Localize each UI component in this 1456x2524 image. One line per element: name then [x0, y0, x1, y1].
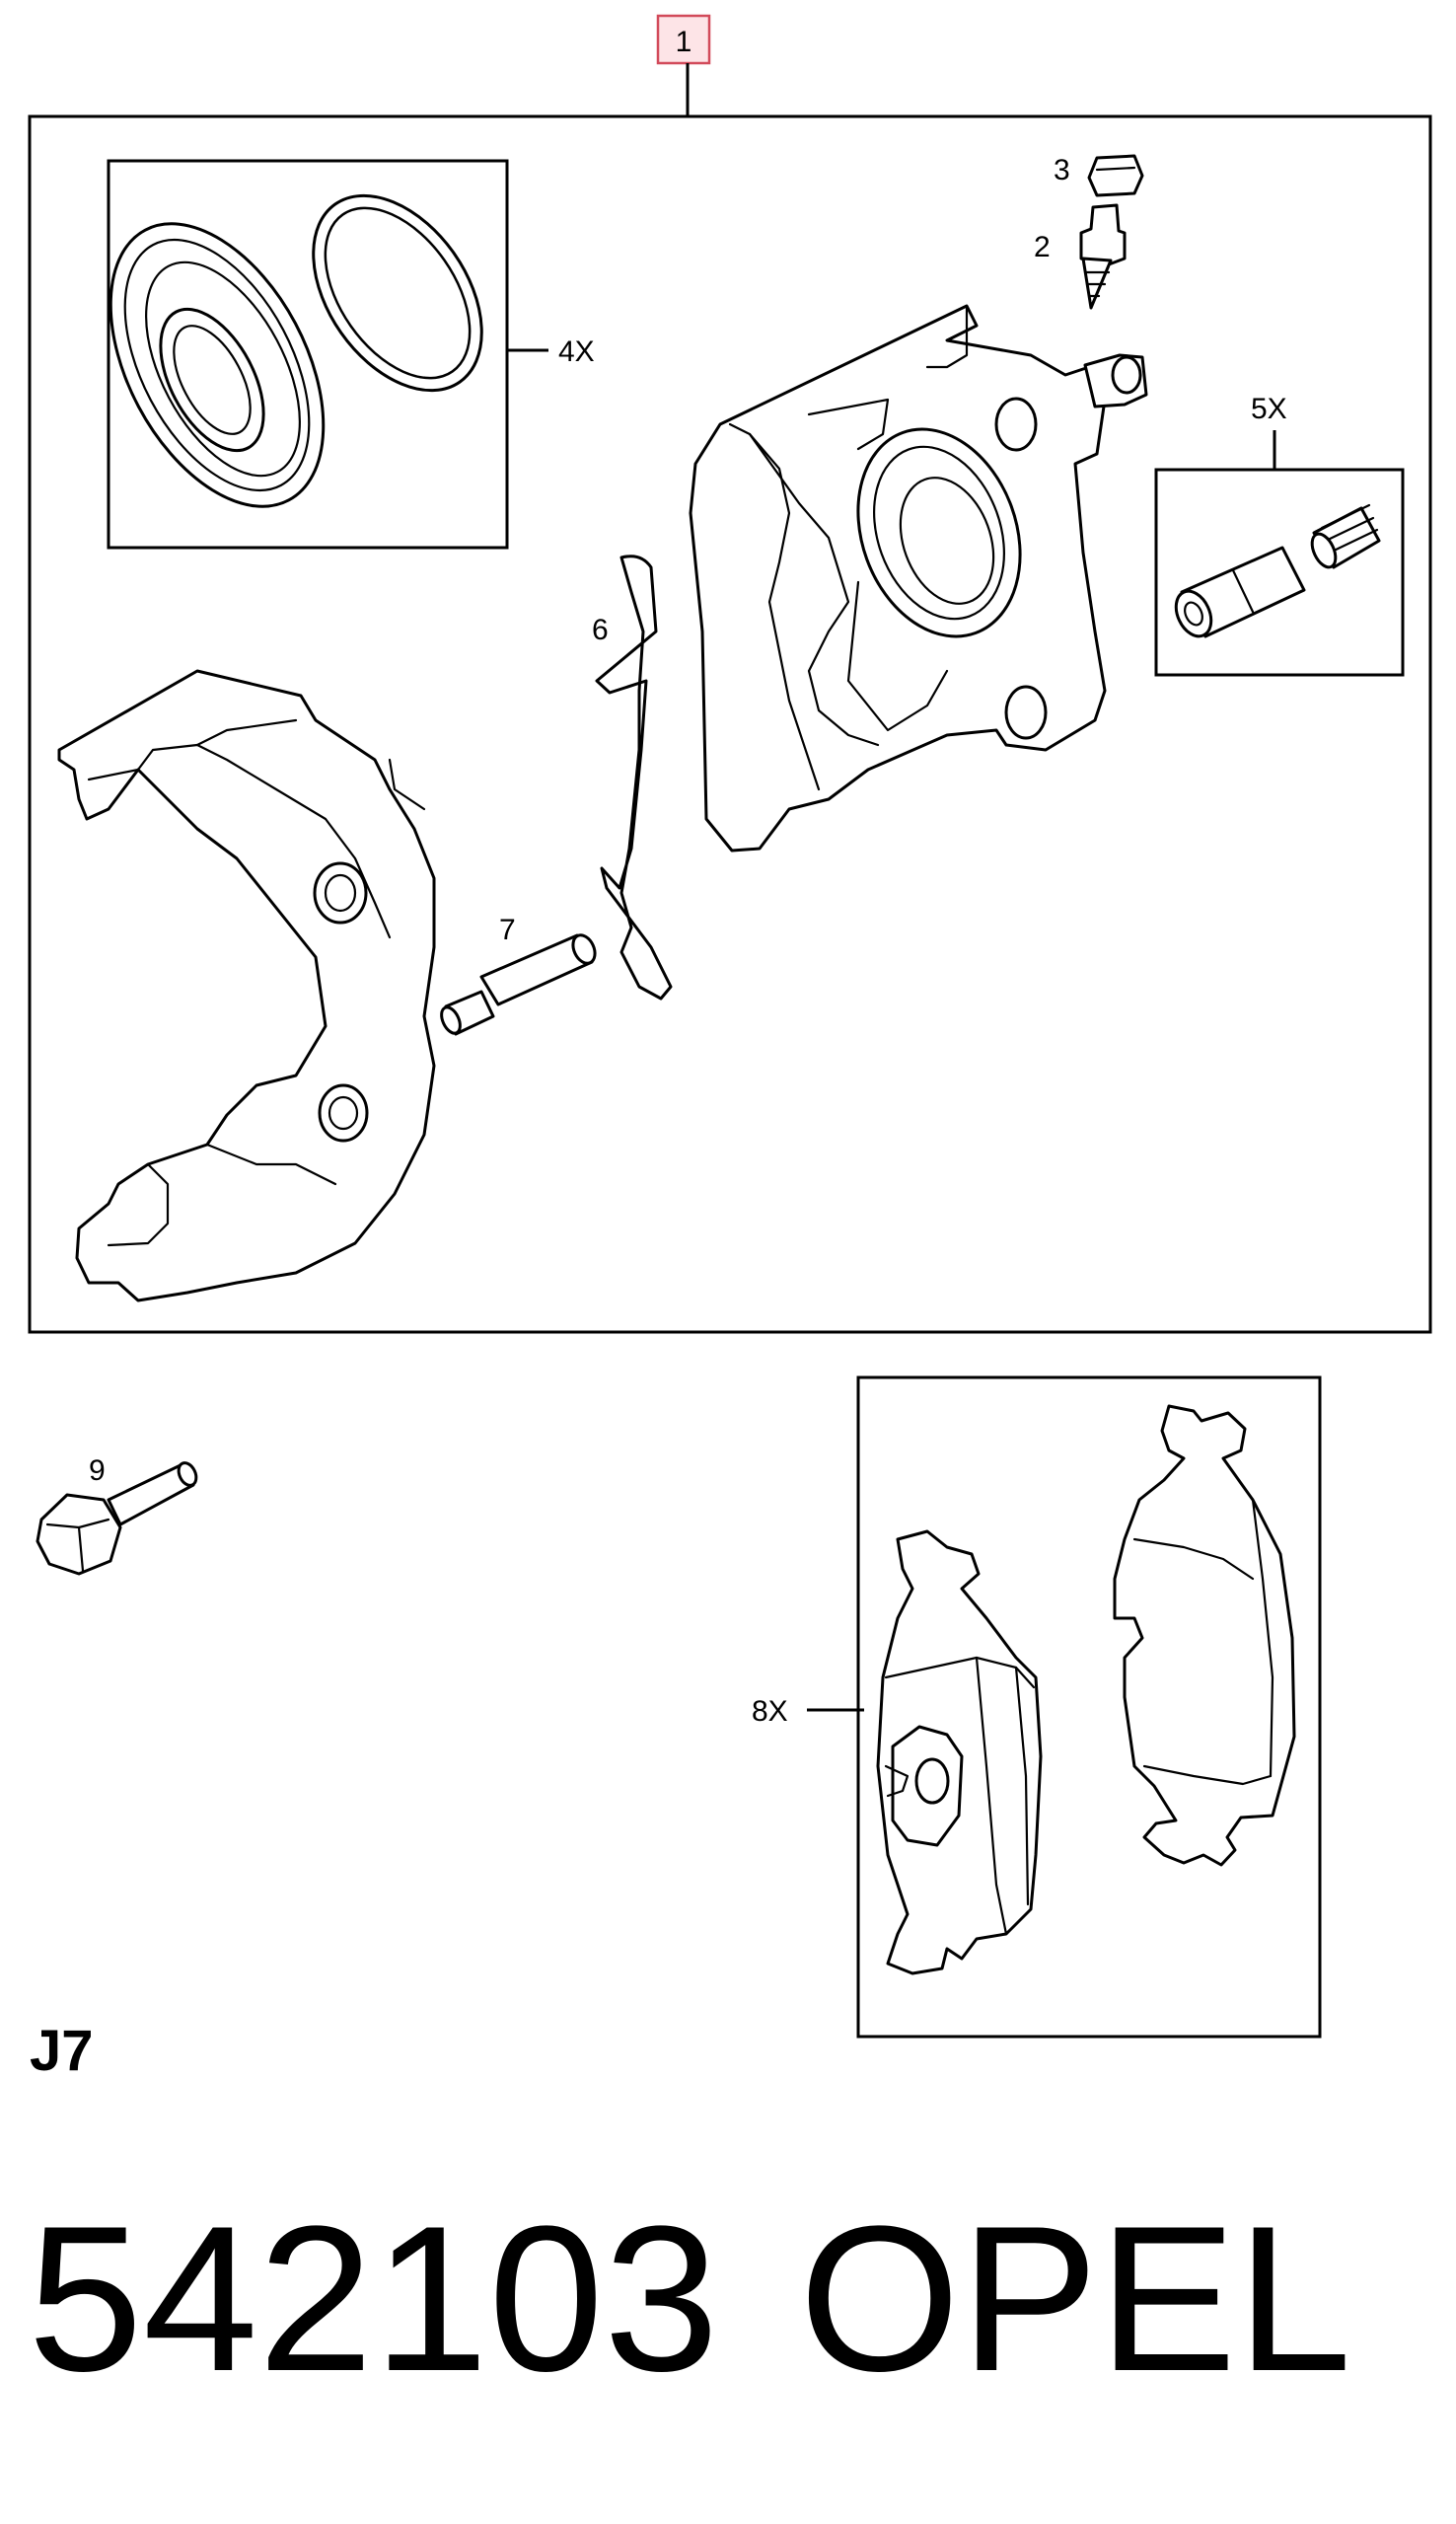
bolt-part[interactable]: 9 [36, 1454, 199, 1576]
callout-2-label: 2 [1034, 231, 1051, 263]
callout-1-label: 1 [676, 26, 692, 58]
callout-5x-label: 5X [1251, 393, 1287, 425]
caliper-housing-part[interactable] [689, 304, 1148, 853]
guide-kit-group[interactable]: 5X [1154, 393, 1405, 677]
callout-9-label: 9 [89, 1454, 106, 1487]
callout-6-label: 6 [592, 614, 609, 646]
callout-3-label: 3 [1054, 154, 1070, 186]
dust-cap-part[interactable]: 3 [1054, 154, 1144, 197]
part-number: 542103 [28, 2183, 719, 2414]
bleed-screw-part[interactable]: 2 [1034, 203, 1127, 310]
diagram-code: J7 [30, 2019, 94, 2083]
spring-clip-part[interactable]: 6 [592, 555, 673, 1001]
seal-kit-group[interactable]: 4X [67, 159, 595, 550]
callout-1-assembly[interactable]: 1 [656, 14, 711, 116]
caliper-bracket-part[interactable] [57, 669, 436, 1302]
callout-4x-label: 4X [558, 335, 595, 368]
callout-7-label: 7 [499, 914, 516, 946]
brand-name: OPEL [799, 2183, 1352, 2414]
assembly-frame [28, 114, 1432, 1334]
guide-pin-part[interactable]: 7 [438, 914, 600, 1036]
callout-8x-label: 8X [752, 1695, 788, 1728]
brake-pads-group[interactable]: 8X [752, 1375, 1322, 2039]
